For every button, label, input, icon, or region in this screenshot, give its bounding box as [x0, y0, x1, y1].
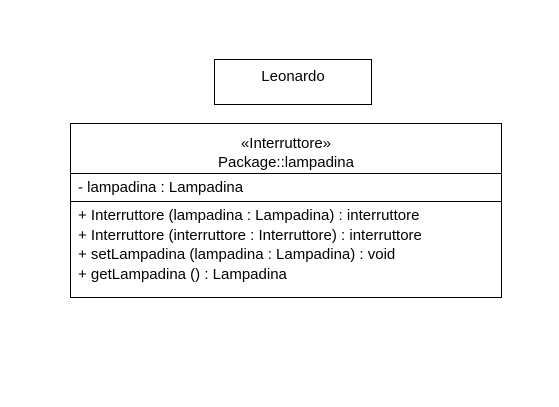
operation-row: + Interruttore (lampadina : Lampadina) :… [78, 207, 420, 224]
attribute-row: - lampadina : Lampadina [78, 179, 244, 196]
operation-row: + Interruttore (interruttore : Interrutt… [78, 226, 422, 244]
uml-class-box[interactable]: «Interruttore» Package::lampadina - lamp… [70, 123, 502, 298]
operation-row: + getLampadina () : Lampadina [78, 265, 287, 283]
class-name: Package::lampadina [218, 154, 354, 171]
class-operations: + Interruttore (lampadina : Lampadina) :… [71, 202, 501, 284]
class-attributes: - lampadina : Lampadina [71, 174, 501, 202]
leonardo-box-title: Leonardo [261, 68, 325, 85]
operation-row: + setLampadina (lampadina : Lampadina) :… [78, 246, 396, 263]
leonardo-box[interactable]: Leonardo [214, 59, 372, 105]
class-header: «Interruttore» Package::lampadina [71, 124, 501, 174]
class-stereotype: «Interruttore» [240, 135, 332, 152]
